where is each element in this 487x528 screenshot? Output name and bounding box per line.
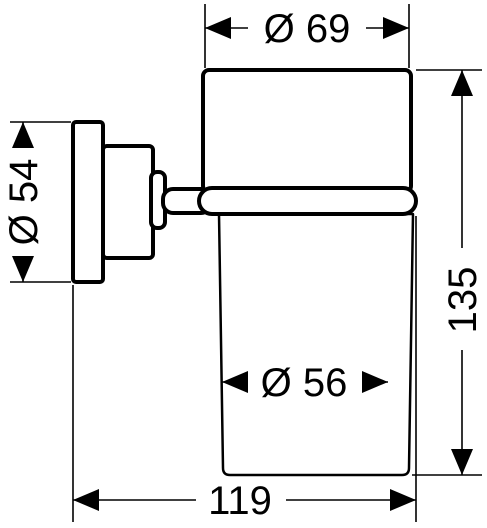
dimension-total-height: 135 [441, 70, 485, 475]
dimension-inner-diameter: Ø 56 [222, 361, 388, 405]
mounting-hub [101, 144, 155, 260]
dimension-total-projection: 119 [73, 479, 416, 523]
dimension-rosette-diameter: Ø 54 [2, 122, 46, 282]
total-height-label: 135 [441, 267, 485, 334]
total-projection-label: 119 [208, 479, 272, 523]
glass-tumbler [217, 212, 415, 477]
holder-lip [197, 186, 418, 216]
dimension-outer-diameter: Ø 69 [205, 7, 409, 51]
outer-diameter-label: Ø 69 [264, 7, 351, 51]
extension-lines [10, 4, 482, 522]
inner-diameter-label: Ø 56 [261, 361, 348, 405]
holder-ring [201, 68, 413, 194]
wall-rosette [71, 120, 105, 284]
product-outline [71, 68, 418, 477]
rosette-diameter-label: Ø 54 [2, 159, 46, 246]
